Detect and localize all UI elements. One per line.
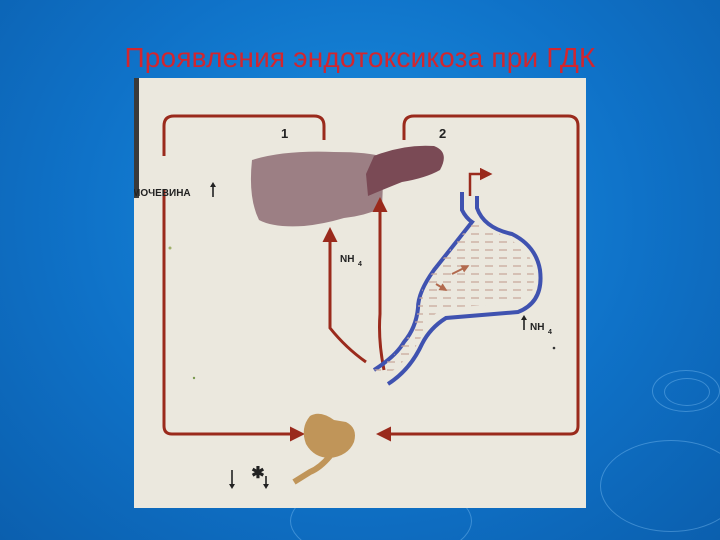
nh4-right-label: NH xyxy=(530,322,544,333)
speckle xyxy=(168,246,172,250)
panel-2-number: 2 xyxy=(439,126,446,141)
diagram-photo: 1 2 МОЧЕВИНА NH 4 NH 4 xyxy=(134,78,586,508)
down-arrow-icon-head xyxy=(263,484,269,489)
nh4-arrow-right xyxy=(372,197,388,371)
urea-label: МОЧЕВИНА xyxy=(134,188,191,199)
liver-right-lobe xyxy=(366,145,444,196)
nh4-center-label: NH xyxy=(340,254,354,265)
ureter xyxy=(292,454,333,485)
inner-arrow xyxy=(451,265,470,275)
up-arrow-icon-head xyxy=(521,315,527,320)
up-arrow-icon-head xyxy=(210,182,216,187)
panel-2-frame xyxy=(376,114,580,442)
left-flow-line xyxy=(162,190,305,442)
ripple-decoration xyxy=(600,440,720,532)
photo-edge xyxy=(134,78,139,198)
panel-1-number: 1 xyxy=(281,126,288,141)
speckle xyxy=(192,376,196,380)
down-arrow-icon-head xyxy=(229,484,235,489)
nh4-arrow-left xyxy=(322,227,367,364)
slide-title: Проявления эндотоксикоза при ГДК xyxy=(124,42,596,73)
ripple-decoration xyxy=(652,370,720,412)
liver-left-lobe xyxy=(250,151,384,227)
speckle xyxy=(552,346,556,350)
inner-arrow xyxy=(435,283,448,291)
stomach-wall-outer xyxy=(386,196,543,386)
nh4-right-sub: 4 xyxy=(548,329,552,336)
panel-1-frame xyxy=(162,114,326,156)
stomach-exit-arrow xyxy=(468,167,493,196)
kidney-shape xyxy=(303,413,355,458)
asterisk-icon: ✱ xyxy=(251,465,264,482)
stomach-contents xyxy=(374,222,534,376)
nh4-center-sub: 4 xyxy=(358,261,362,268)
